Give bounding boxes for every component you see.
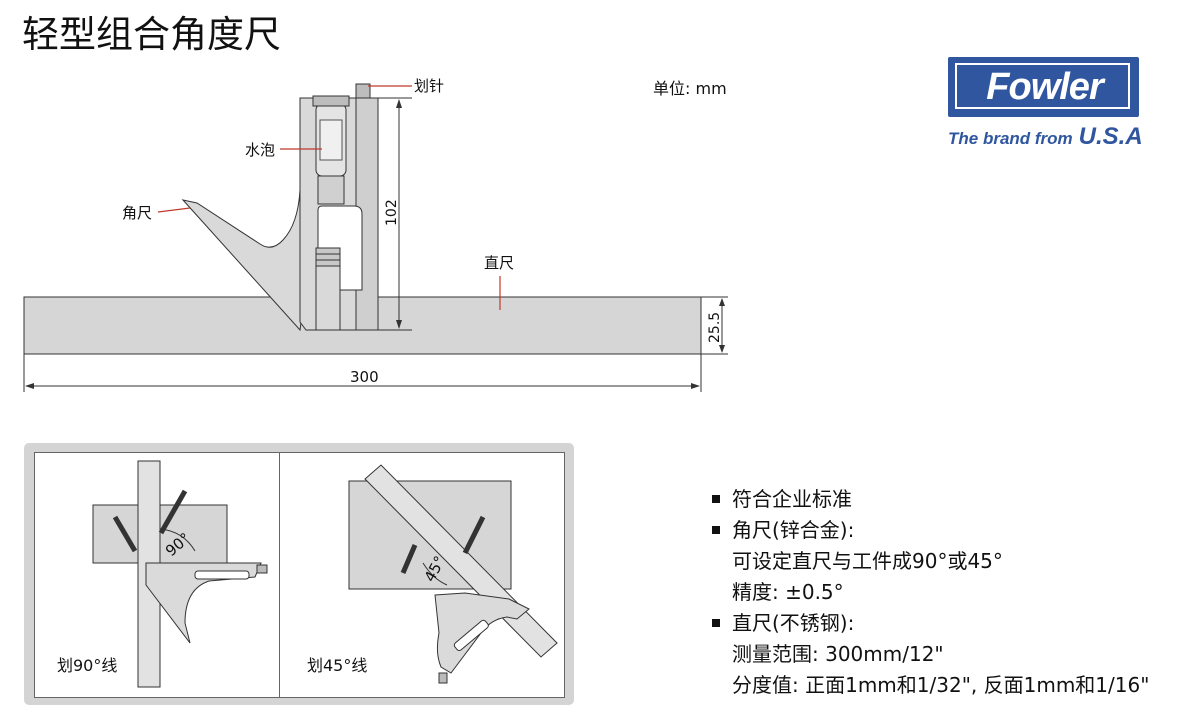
head-knob-left (256, 564, 268, 574)
head-slot-left (194, 570, 250, 580)
level-vial-glass (319, 119, 343, 161)
feature-item: 可设定直尺与工件成90°或45° (712, 546, 1149, 577)
logo-tagline-country: U.S.A (1078, 123, 1143, 150)
dim-arrow (25, 383, 34, 389)
feature-text: 分度值: 正面1mm和1/32", 反面1mm和1/16" (732, 673, 1150, 697)
lock-stem (315, 265, 341, 331)
dim-25-label: 25.5 (707, 312, 723, 343)
lock-knob (315, 247, 341, 267)
head-slot-right (453, 619, 489, 651)
label-scriber: 划针 (414, 77, 444, 95)
dim-arrow (719, 345, 725, 353)
feature-text: 角尺(锌合金): (732, 518, 855, 542)
pencil-left-2 (158, 489, 188, 535)
logo-wordmark: Fowler (986, 66, 1103, 108)
combination-square-diagram: 划针 水泡 角尺 直尺 102 25.5 300 (23, 77, 728, 392)
label-square-head: 角尺 (122, 204, 152, 222)
feature-item: 测量范围: 300mm/12" (712, 639, 1149, 670)
dim-300-label: 300 (350, 368, 379, 386)
bullet-icon (712, 495, 720, 503)
feature-text: 直尺(不锈钢): (732, 611, 855, 635)
dim-arrow (719, 298, 725, 306)
caption-right: 划45°线 (307, 656, 367, 675)
level-vial-base (317, 175, 345, 205)
caption-left: 划90°线 (57, 656, 117, 675)
dim-arrow (396, 99, 402, 108)
feature-item: 符合企业标准 (712, 484, 1149, 515)
feature-text: 符合企业标准 (732, 487, 852, 511)
logo-tagline: The brand from U.S.A (948, 123, 1143, 151)
feature-item: 分度值: 正面1mm和1/32", 反面1mm和1/16" (712, 670, 1149, 701)
feature-item: 角尺(锌合金): (712, 515, 1149, 546)
callout-head (157, 207, 191, 213)
panel-divider (279, 453, 280, 697)
fowler-logo: Fowler The brand from U.S.A (948, 57, 1143, 152)
dim-arrow (691, 383, 700, 389)
bullet-icon (712, 619, 720, 627)
head-knob-right (438, 672, 448, 684)
feature-item: 精度: ±0.5° (712, 577, 1149, 608)
pencil-right-1 (400, 544, 418, 574)
feature-item: 直尺(不锈钢): (712, 608, 1149, 639)
feature-text: 精度: ±0.5° (732, 580, 844, 604)
usage-illustrations: 90° 划90°线 45° 划45°线 (57, 460, 558, 688)
page-title: 轻型组合角度尺 (22, 13, 281, 56)
scriber-pin (355, 83, 371, 99)
logo-tagline-text: The brand from (948, 129, 1073, 148)
usage-panel-inner: 90° 划90°线 45° 划45°线 (34, 452, 565, 698)
usage-panel: 90° 划90°线 45° 划45°线 (24, 443, 574, 705)
logo-frame: Fowler (955, 63, 1130, 109)
label-level-vial: 水泡 (245, 141, 275, 159)
label-rule: 直尺 (484, 254, 514, 272)
pencil-left-1 (112, 515, 138, 553)
pencil-right-2 (462, 515, 486, 555)
dim-arrow (396, 320, 402, 329)
square-head-right (434, 592, 530, 674)
angle-arc-right (422, 562, 448, 586)
logo-box: Fowler (948, 57, 1139, 117)
dim-102-label: 102 (384, 199, 400, 226)
bullet-icon (712, 526, 720, 534)
square-head-left (145, 562, 262, 644)
angle-arc-left (159, 528, 196, 552)
feature-list: 符合企业标准角尺(锌合金): 可设定直尺与工件成90°或45° 精度: ±0.5° 直… (712, 484, 1149, 701)
unit-label: 单位: mm (653, 79, 727, 98)
level-vial-cap-top (312, 95, 350, 107)
feature-text: 测量范围: 300mm/12" (732, 642, 944, 666)
feature-text: 可设定直尺与工件成90°或45° (732, 549, 1003, 573)
